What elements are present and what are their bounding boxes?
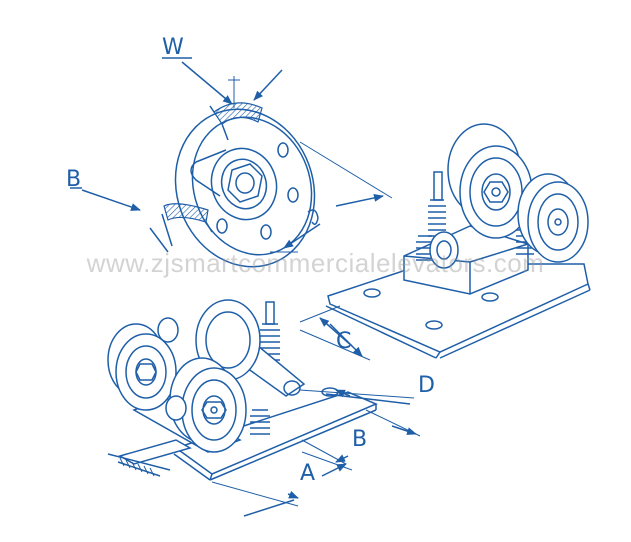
- dimension-label-b-top: B: [66, 167, 81, 192]
- dimension-label-b-bottom: B: [352, 427, 367, 452]
- roller-detail-view: [70, 57, 393, 268]
- roller-assembly-right: [325, 123, 591, 359]
- dimension-b-bottom: [301, 409, 421, 465]
- dimension-d: [299, 389, 415, 405]
- dimension-label-d: D: [418, 373, 435, 398]
- dimension-a: [211, 451, 353, 517]
- dimension-c: [299, 305, 371, 361]
- dimension-label-w: W: [162, 35, 184, 60]
- dimension-label-c: C: [336, 329, 351, 354]
- dimension-label-a: A: [300, 461, 315, 486]
- roller-assembly-left: [107, 299, 378, 481]
